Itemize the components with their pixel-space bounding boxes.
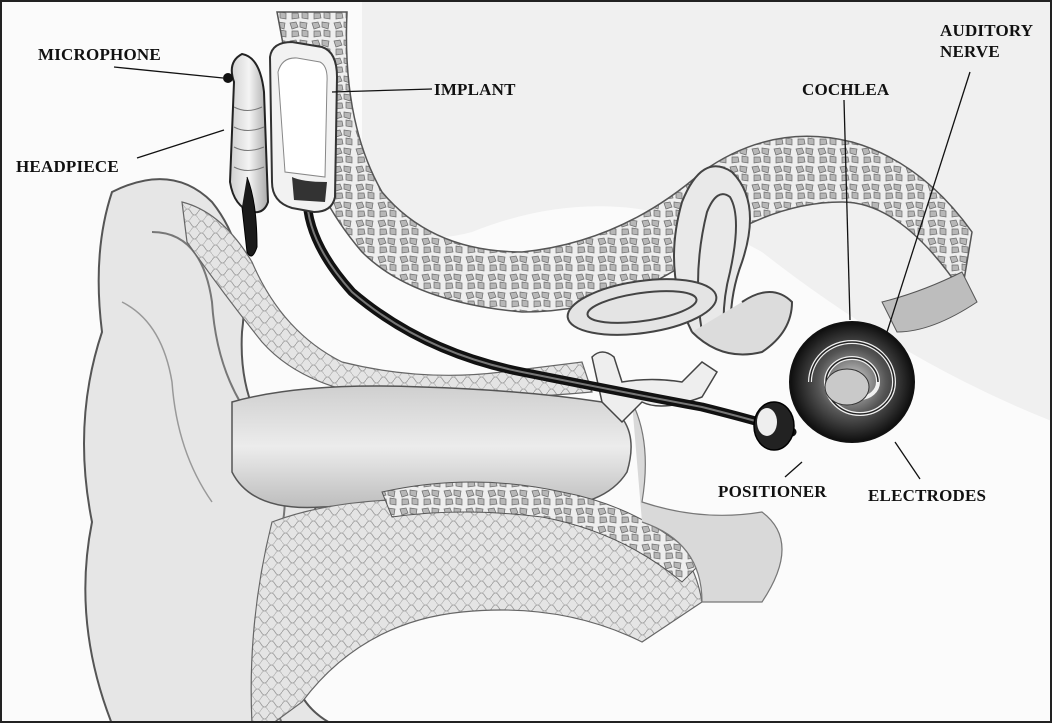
microphone-port xyxy=(223,73,233,83)
label-electrodes: ELECTRODES xyxy=(868,486,986,505)
label-auditory-nerve-line2: NERVE xyxy=(940,42,1000,61)
label-implant: IMPLANT xyxy=(434,80,516,99)
cochlea xyxy=(790,322,914,442)
label-microphone: MICROPHONE xyxy=(38,45,161,64)
label-headpiece: HEADPIECE xyxy=(16,157,119,176)
implant-body xyxy=(270,42,337,212)
label-positioner: POSITIONER xyxy=(718,482,827,501)
headpiece xyxy=(230,54,268,256)
label-cochlea: COCHLEA xyxy=(802,80,889,99)
label-auditory-nerve-line1: AUDITORY xyxy=(940,21,1033,40)
